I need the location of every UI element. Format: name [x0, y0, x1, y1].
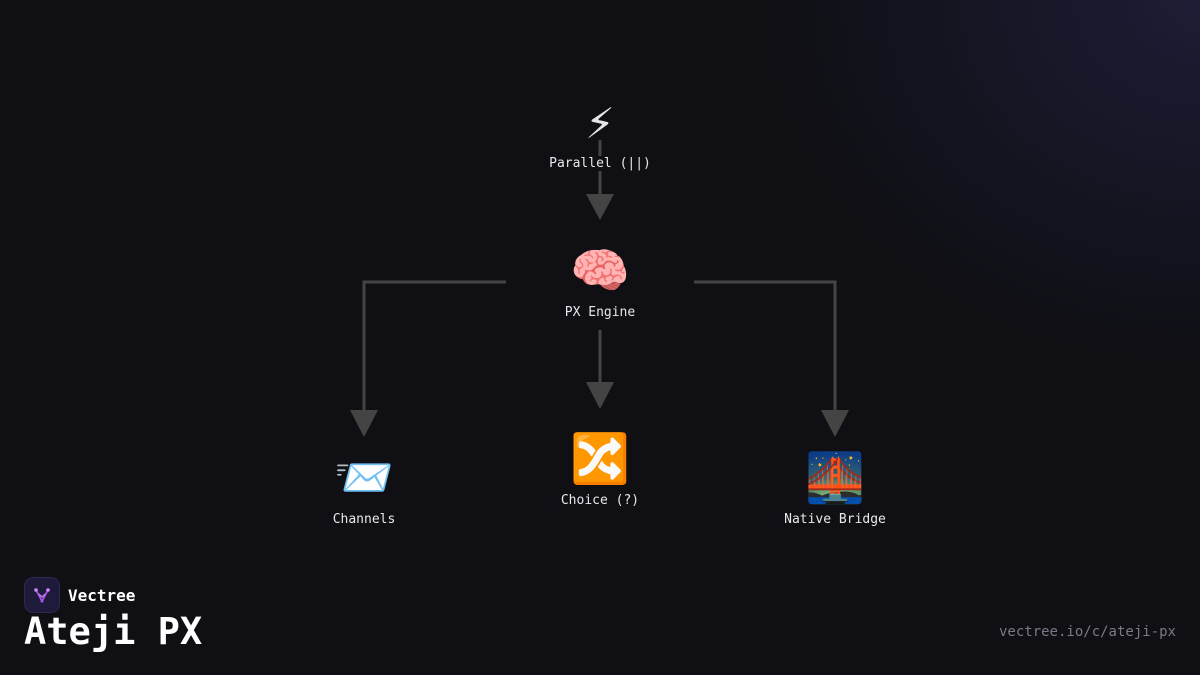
brain-icon: 🧠: [570, 243, 630, 299]
node-px-engine: 🧠 PX Engine: [562, 243, 638, 320]
arrowhead-channels: [350, 410, 378, 437]
brand: Vectree: [24, 577, 135, 613]
node-native-bridge: 🌉 Native Bridge: [782, 450, 888, 527]
node-choice: 🔀 Choice (?): [558, 431, 642, 508]
shuffle-icon: 🔀: [570, 431, 630, 487]
source-url: vectree.io/c/ateji-px: [998, 624, 1176, 640]
bridge-at-night-icon: 🌉: [805, 450, 865, 506]
arrowhead-engine: [586, 194, 614, 220]
node-parallel: ⚡ Parallel (||): [547, 94, 653, 171]
vectree-logo-icon: [24, 577, 60, 613]
brand-name: Vectree: [68, 585, 136, 605]
node-label: Choice (?): [558, 493, 642, 508]
node-label: Parallel (||): [547, 156, 653, 171]
page-title: Ateji PX: [24, 610, 203, 653]
arrowhead-choice: [586, 382, 614, 409]
incoming-envelope-icon: 📨: [334, 450, 394, 506]
node-label: Channels: [330, 512, 398, 527]
edge-engine-channels: [362, 280, 506, 411]
node-channels: 📨 Channels: [330, 450, 398, 527]
node-label: Native Bridge: [782, 512, 888, 527]
arrowhead-bridge: [821, 410, 849, 437]
edge-engine-bridge: [694, 280, 837, 411]
lightning-icon: ⚡: [585, 94, 615, 150]
node-label: PX Engine: [562, 305, 638, 320]
